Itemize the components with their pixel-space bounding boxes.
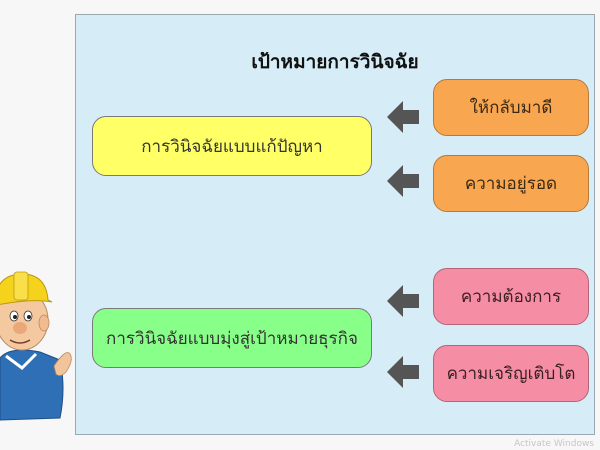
arrow-left-icon — [387, 356, 419, 388]
factor-growth: ความเจริญเติบโต — [433, 345, 589, 402]
factor-survival-label: ความอยู่รอด — [464, 174, 558, 194]
arrow-left-icon — [387, 285, 419, 317]
goal-problem-solving: การวินิจฉัยแบบแก้ปัญหา — [92, 116, 372, 176]
goal-business-target: การวินิจฉัยแบบมุ่งสู่เป้าหมายธุรกิจ — [92, 308, 372, 368]
goal-problem-solving-label: การวินิจฉัยแบบแก้ปัญหา — [141, 136, 323, 157]
factor-recovery-label: ให้กลับมาดี — [469, 98, 553, 118]
diagram-title: เป้าหมายการวินิจฉัย — [251, 51, 419, 73]
factor-need-label: ความต้องการ — [460, 287, 562, 307]
goal-business-target-label: การวินิจฉัยแบบมุ่งสู่เป้าหมายธุรกิจ — [106, 328, 358, 349]
activate-windows-watermark: Activate Windows — [514, 439, 594, 449]
arrow-left-icon — [387, 165, 419, 197]
factor-growth-label: ความเจริญเติบโต — [446, 364, 576, 384]
engineer-mascot-illustration — [0, 271, 72, 421]
arrow-left-icon — [387, 101, 419, 133]
factor-need: ความต้องการ — [433, 268, 589, 325]
factor-survival: ความอยู่รอด — [433, 155, 589, 212]
factor-recovery: ให้กลับมาดี — [433, 79, 589, 136]
